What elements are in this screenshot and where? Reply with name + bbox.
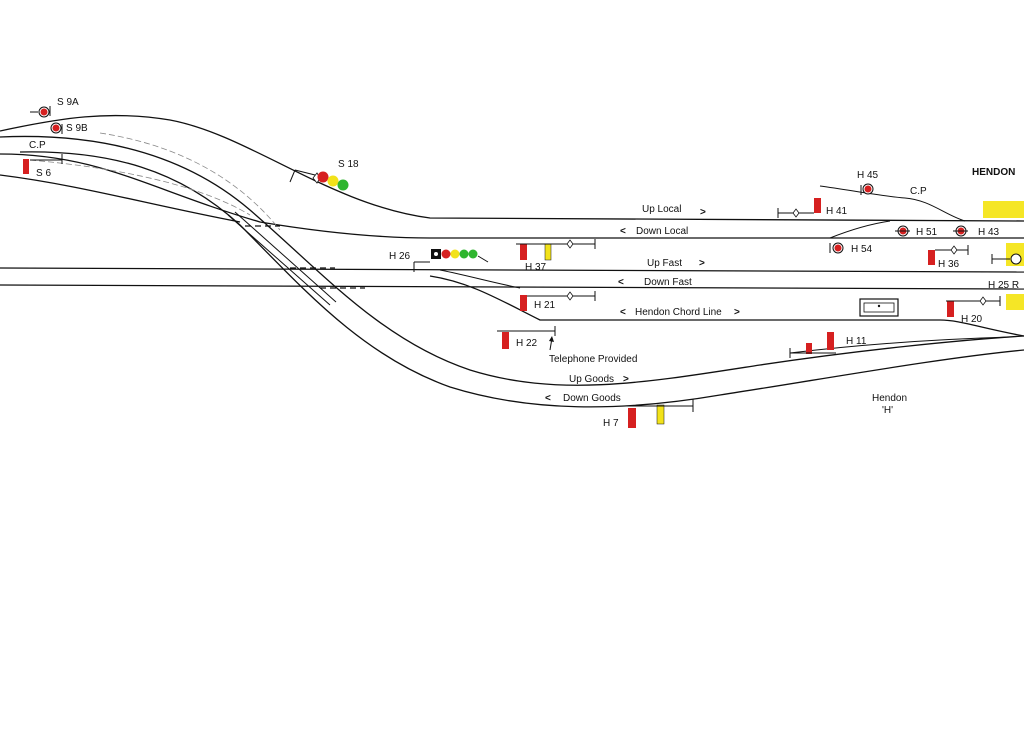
signal-h36-icon [928, 245, 969, 265]
label-h36: H 36 [938, 259, 960, 270]
line-labels: Up Local > < Down Local Up Fast > < Down… [545, 204, 740, 404]
arrow-up-goods: > [623, 374, 629, 385]
label-up-local: Up Local [642, 204, 681, 215]
label-s9a: S 9A [57, 97, 79, 108]
crossover-h54 [829, 220, 891, 239]
down-fast-track [0, 284, 1024, 290]
down-goods-track [19, 151, 1024, 408]
label-telephone: Telephone Provided [549, 354, 637, 365]
label-h43: H 43 [978, 227, 1000, 238]
signal-h21-icon [520, 291, 596, 311]
label-h37: H 37 [525, 262, 547, 273]
signal-h43-icon [953, 225, 968, 237]
chord-junction [439, 269, 521, 289]
arrow-up-local: > [700, 207, 706, 218]
platform-top [983, 201, 1024, 218]
signal-h20-icon [946, 296, 1001, 317]
telephone-pointer-icon [549, 336, 554, 351]
label-h51: H 51 [916, 227, 938, 238]
label-down-fast: Down Fast [644, 277, 692, 288]
signal-s9a-icon [30, 106, 51, 118]
track-layout [0, 114, 1024, 408]
platforms [983, 201, 1024, 310]
arrow-chord-right: > [734, 307, 740, 318]
label-up-fast: Up Fast [647, 258, 682, 269]
signal-box-icon [859, 298, 899, 317]
label-cp-left: C.P [29, 140, 46, 151]
signal-s9b-icon [50, 122, 63, 134]
signal-h51-icon [895, 225, 910, 237]
signal-h22-icon [497, 326, 556, 349]
down-local-track [0, 153, 1024, 239]
old-alignment-2 [29, 159, 251, 216]
label-h21: H 21 [534, 300, 556, 311]
arrow-down-local: < [620, 226, 626, 237]
label-down-goods: Down Goods [563, 393, 621, 404]
station-name: HENDON [972, 167, 1015, 178]
label-box-code: 'H' [882, 405, 893, 416]
label-s6: S 6 [36, 168, 51, 179]
label-h11: H 11 [846, 336, 867, 347]
chord-line-track [429, 275, 1024, 337]
left-connection-track [0, 174, 241, 223]
label-h54: H 54 [851, 244, 873, 255]
signal-s6-icon [23, 154, 63, 174]
bridge-line-1 [227, 214, 331, 306]
label-box-name: Hendon [872, 393, 907, 404]
label-h45: H 45 [857, 170, 879, 181]
label-s9b: S 9B [66, 123, 88, 134]
label-h22: H 22 [516, 338, 538, 349]
label-down-local: Down Local [636, 226, 688, 237]
label-s18: S 18 [338, 159, 359, 170]
siding-h45 [819, 185, 906, 199]
signal-h41-icon [777, 198, 821, 218]
signal-h26-icon [413, 249, 489, 272]
arrow-up-fast: > [699, 258, 705, 269]
platform-bottom [1006, 294, 1024, 310]
label-h25r: H 25 R [988, 280, 1019, 291]
signal-h11-icon [789, 332, 836, 358]
signal-h7-icon [623, 399, 694, 428]
label-h41: H 41 [826, 206, 848, 217]
arrow-down-goods: < [545, 393, 551, 404]
label-cp-right: C.P [910, 186, 927, 197]
label-h20: H 20 [961, 314, 983, 325]
arrow-down-fast: < [618, 277, 624, 288]
label-h7: H 7 [603, 418, 619, 429]
up-goods-track [0, 135, 1024, 386]
arrow-chord-left: < [620, 307, 626, 318]
signal-h54-icon [829, 242, 844, 254]
signal-s18-icon [289, 169, 349, 191]
signal-h25r-icon [991, 253, 1022, 265]
old-alignment-1 [99, 132, 281, 231]
label-h26: H 26 [389, 251, 411, 262]
up-fast-track [0, 267, 1024, 273]
crossover-cp [904, 197, 966, 222]
signal-h37-icon [516, 239, 596, 261]
bridge-line-2 [234, 211, 337, 303]
up-local-track [0, 114, 1024, 222]
signal-labels: S 9A S 9B C.P S 6 S 18 H 45 C.P HENDON H… [29, 97, 1019, 429]
label-chord: Hendon Chord Line [635, 307, 722, 318]
signal-h45-icon [860, 183, 874, 195]
label-up-goods: Up Goods [569, 374, 614, 385]
